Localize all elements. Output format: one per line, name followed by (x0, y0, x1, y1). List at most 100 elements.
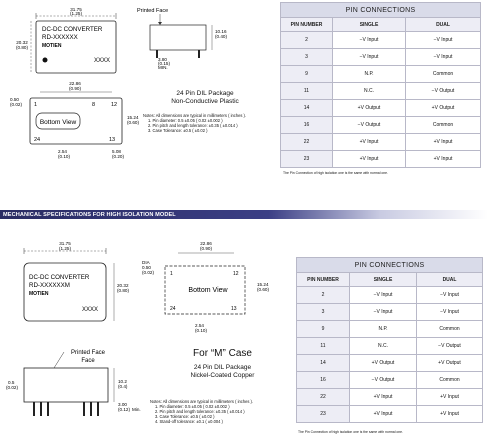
row-space-inch-m: (0.60) (257, 287, 269, 292)
pin-cell: 23 (280, 150, 333, 168)
printed-face-label-m: Printed Face (71, 350, 106, 356)
row-space-label-m: 15.24 (257, 282, 269, 287)
pin-label-1: 1 (34, 102, 37, 108)
pin-label-24-m: 24 (170, 306, 176, 312)
lead-length-inch-m: (0.12) (118, 407, 130, 412)
side-left-label: 0.5 (8, 380, 15, 385)
dual-cell: +V Input (404, 150, 482, 168)
height-dim-label-m: 20.32 (117, 283, 129, 288)
dual-cell: −V Input (404, 31, 482, 49)
bottom-view-label-m: Bottom View (188, 287, 228, 294)
pin-label-13-m: 13 (231, 306, 237, 312)
table-title-m: PIN CONNECTIONS (295, 257, 484, 273)
module-code-m: XXXX (82, 307, 98, 313)
bottom-view-module: 22.86 (0.90) Bottom View 1 8 12 24 13 0.… (10, 81, 139, 159)
package-material-m: Nickel-Coated Copper (190, 372, 255, 379)
bottom-view-module-m: 22.86 (0.90) DIA 0.50 (0.02) Bottom View… (142, 241, 269, 333)
lead-length-note: MIN. (158, 65, 168, 70)
pin-offset-inch: (0.20) (112, 154, 124, 159)
lead-length-label: 3.80 (158, 57, 167, 62)
pin-label-1-m: 1 (170, 271, 173, 277)
single-cell: N.C. (349, 337, 417, 355)
side-height-label: 10.16 (215, 29, 227, 34)
package-caption-top: 24 Pin DIL Package Non-Conductive Plasti… (145, 90, 265, 105)
section-header: MECHANICAL SPECIFICATIONS FOR HIGH ISOLA… (0, 210, 488, 219)
table-row: 14+V Output+V Output (296, 354, 484, 372)
m-case-caption: For “M” Case 24 Pin DIL Package Nickel-C… (170, 348, 275, 379)
row-space-label: 15.24 (127, 115, 139, 120)
module-brand: MOTIEN (42, 43, 62, 49)
pitch-total-label-m: 22.86 (200, 241, 212, 246)
single-cell: +V Input (332, 150, 406, 168)
width-dim-inch-m: (1.25) (59, 246, 71, 251)
dual-cell: Common (404, 116, 482, 134)
package-name-m: 24 Pin DIL Package (193, 364, 252, 371)
pin-cell: 3 (296, 303, 350, 321)
single-cell: −V Input (332, 31, 406, 49)
pin1-marker-dot (42, 57, 48, 63)
table-footnote-bottom: The Pin Connection of high isolation one… (298, 430, 403, 434)
dia-label: DIA (142, 260, 151, 265)
table-row: 2−V Input−V Input (296, 286, 484, 304)
table-row: 3−V Input−V Input (280, 48, 482, 66)
table-row: 23+V Input+V Input (280, 150, 482, 168)
height-dim-label: 20.32 (16, 40, 28, 45)
dual-cell: −V Input (415, 303, 484, 321)
printed-face-label-m2: Face (81, 358, 95, 364)
height-dim-inch: (0.80) (16, 45, 28, 50)
pin-label-8: 8 (92, 102, 95, 108)
pin-connections-table-top: PIN CONNECTIONS PIN NUMBER SINGLE DUAL 2… (279, 2, 482, 168)
single-cell: +V Input (349, 388, 417, 406)
single-cell: N.P. (349, 320, 417, 338)
pitch-label: 2.54 (58, 149, 67, 154)
notes-bottom: Notes: All dimensions are typical in mil… (150, 399, 290, 424)
width-dim-label: 31.75 (70, 7, 82, 12)
pitch-label-m: 2.54 (195, 323, 204, 328)
pitch-total-inch: (0.90) (69, 86, 81, 91)
pin-cell: 9 (296, 320, 350, 338)
width-dim-inch: (1.25) (70, 11, 82, 16)
dia-inch: (0.02) (142, 270, 154, 275)
side-view-module: Printed Face 10.16 (0.40) 3.80 (0.15) MI… (137, 8, 227, 70)
note-3-m: 3. Case Tolerance: ±0.5 ( ±0.02 ) (155, 414, 215, 419)
pin-offset-label: 5.08 (112, 149, 121, 154)
pitch-inch-m: (0.10) (195, 328, 207, 333)
pin-connections-table-bottom: PIN CONNECTIONS PIN NUMBER SINGLE DUAL 2… (295, 257, 484, 423)
pin-cell: 14 (280, 99, 333, 117)
notes-top: Notes: All dimensions are typical in mil… (143, 113, 278, 133)
pin-cell: 2 (296, 286, 350, 304)
col-dual-m: DUAL (415, 272, 484, 287)
side-height-inch-m: (0.4) (118, 384, 128, 389)
module-line1-m: DC-DC CONVERTER (29, 274, 90, 281)
note-1: 1. Pin diameter: 0.5 ±0.05 ( 0.02 ±0.002… (148, 118, 223, 123)
pitch-total-label: 22.86 (69, 81, 81, 86)
table-row: 2−V Input−V Input (280, 31, 482, 49)
side-left-inch: (0.02) (6, 385, 18, 390)
pitch-inch: (0.10) (58, 154, 70, 159)
table-row: 23+V Input+V Input (296, 405, 484, 423)
single-cell: +V Input (349, 405, 417, 423)
pin-label-12-m: 12 (233, 271, 239, 277)
dual-cell: −V Output (415, 337, 484, 355)
note-2-m: 2. Pin pitch and length tolerance: ±0.35… (155, 409, 245, 414)
dual-cell: Common (415, 371, 484, 389)
single-cell: −V Output (349, 371, 417, 389)
note-1-m: 1. Pin diameter: 0.5 ±0.05 ( 0.02 ±0.002… (155, 404, 230, 409)
dual-cell: +V Input (404, 133, 482, 151)
dual-cell: Common (415, 320, 484, 338)
single-cell: N.C. (332, 82, 406, 100)
module-brand-m: MOTIEN (29, 291, 49, 297)
dual-cell: +V Output (404, 99, 482, 117)
dual-cell: −V Output (404, 82, 482, 100)
lead-length-inch: (0.15) (158, 61, 170, 66)
side-view-module-m: Printed Face Face 0.5 (0.02) 10.2 (0.4) … (6, 350, 141, 416)
pin-cell: 2 (280, 31, 333, 49)
note-4-m: 4. Stand-off tolerance: ±0.1 ( ±0.004 ) (155, 419, 223, 424)
dual-cell: −V Input (415, 286, 484, 304)
pin-cell: 23 (296, 405, 350, 423)
m-case-title: For “M” Case (193, 348, 252, 359)
